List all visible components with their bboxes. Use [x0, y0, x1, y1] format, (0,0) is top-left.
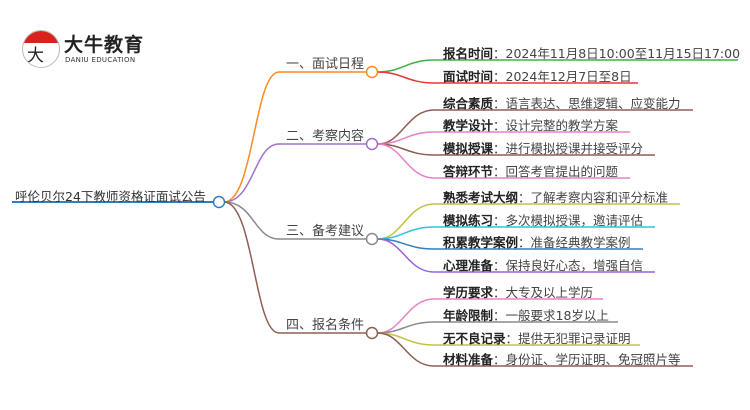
root-topic[interactable]: 呼伦贝尔24下教师资格证面试公告	[15, 189, 206, 204]
leaf-connector	[377, 143, 630, 179]
leaf-text: ：保持良好心态，增强自信	[493, 258, 644, 273]
leaf-title: 教学设计	[443, 118, 494, 133]
leaf-text: ：语言表达、思维逻辑、应变能力	[493, 96, 681, 111]
leaf-node[interactable]: 学历要求：大专及以上学历	[443, 282, 593, 301]
branch-collapse-toggle[interactable]	[365, 326, 379, 340]
leaf-text: ：身份证、学历证明、免冠照片等	[493, 352, 681, 367]
leaf-connector	[377, 298, 603, 334]
leaf-connector	[377, 332, 693, 367]
leaf-title: 综合素质	[443, 96, 494, 111]
leaf-text: ：提供无犯罪记录证明	[505, 331, 631, 346]
branch-node[interactable]: 一、面试日程	[285, 57, 364, 72]
logo-mark-icon: 大牛	[22, 30, 60, 68]
leaf-node[interactable]: 报名时间：2024年11月8日10:00至11月15日17:00	[443, 43, 740, 62]
leaf-text: ：设计完整的教学方案	[493, 118, 619, 133]
leaf-connector	[377, 321, 618, 334]
leaf-connector	[377, 109, 693, 145]
logo-name: 大牛教育	[64, 34, 145, 56]
leaf-node[interactable]: 面试时间：2024年12月7日至8日	[443, 66, 632, 85]
branch-connector	[223, 201, 366, 240]
leaf-text: ：进行模拟授课并接受评分	[493, 141, 644, 156]
leaf-text: ：2024年12月7日至8日	[493, 69, 632, 84]
branch-node[interactable]: 三、备考建议	[285, 224, 364, 239]
leaf-title: 答辩环节	[443, 164, 494, 179]
leaf-connector	[377, 59, 738, 73]
leaf-node[interactable]: 年龄限制：一般要求18岁以上	[443, 305, 609, 324]
leaf-title: 学历要求	[443, 285, 494, 300]
leaf-node[interactable]: 教学设计：设计完整的教学方案	[443, 115, 618, 134]
branch-connector	[223, 71, 366, 203]
branch-collapse-toggle[interactable]	[365, 232, 379, 246]
leaf-connector	[377, 238, 655, 273]
leaf-text: ：回答考官提出的问题	[493, 164, 619, 179]
leaf-node[interactable]: 积累教学案例：准备经典教学案例	[443, 232, 631, 251]
branch-collapse-toggle[interactable]	[365, 65, 379, 79]
leaf-node[interactable]: 模拟授课：进行模拟授课并接受评分	[443, 138, 643, 157]
leaf-connector	[377, 131, 630, 145]
logo-subtitle: DANIU EDUCATION	[65, 56, 136, 64]
branch-connector	[223, 201, 366, 334]
leaf-title: 积累教学案例	[443, 235, 519, 250]
leaf-node[interactable]: 熟悉考试大纲：了解考察内容和评分标准	[443, 187, 668, 206]
leaf-text: ：了解考察内容和评分标准	[518, 190, 669, 205]
leaf-connector	[377, 203, 680, 240]
leaf-title: 报名时间	[443, 46, 494, 61]
leaf-node[interactable]: 综合素质：语言表达、思维逻辑、应变能力	[443, 93, 681, 112]
root-collapse-toggle[interactable]	[212, 195, 226, 209]
leaf-text: ：2024年11月8日10:00至11月15日17:00	[493, 46, 741, 61]
leaf-text: ：大专及以上学历	[493, 285, 594, 300]
logo-mark-text: 大牛	[27, 46, 44, 66]
leaf-title: 模拟练习	[443, 213, 494, 228]
leaf-title: 面试时间	[443, 69, 494, 84]
leaf-connector	[377, 226, 655, 240]
leaf-title: 年龄限制	[443, 308, 494, 323]
leaf-node[interactable]: 无不良记录：提供无犯罪记录证明	[443, 328, 631, 347]
leaf-title: 模拟授课	[443, 141, 494, 156]
leaf-title: 材料准备	[443, 352, 494, 367]
leaf-title: 熟悉考试大纲	[443, 190, 519, 205]
branch-node[interactable]: 四、报名条件	[285, 318, 364, 333]
leaf-connector	[377, 71, 638, 84]
leaf-title: 无不良记录	[443, 331, 506, 346]
branch-connector	[223, 143, 366, 203]
leaf-title: 心理准备	[443, 258, 494, 273]
logo: 大牛 大牛教育 DANIU EDUCATION	[22, 30, 172, 70]
leaf-text: ：一般要求18岁以上	[493, 308, 609, 323]
leaf-node[interactable]: 心理准备：保持良好心态，增强自信	[443, 255, 643, 274]
branch-node[interactable]: 二、考察内容	[285, 129, 364, 144]
leaf-node[interactable]: 材料准备：身份证、学历证明、免冠照片等	[443, 349, 681, 368]
leaf-text: ：多次模拟授课，邀请评估	[493, 213, 644, 228]
leaf-node[interactable]: 模拟练习：多次模拟授课，邀请评估	[443, 210, 643, 229]
branch-collapse-toggle[interactable]	[365, 137, 379, 151]
leaf-text: ：准备经典教学案例	[518, 235, 631, 250]
leaf-node[interactable]: 答辩环节：回答考官提出的问题	[443, 161, 618, 180]
